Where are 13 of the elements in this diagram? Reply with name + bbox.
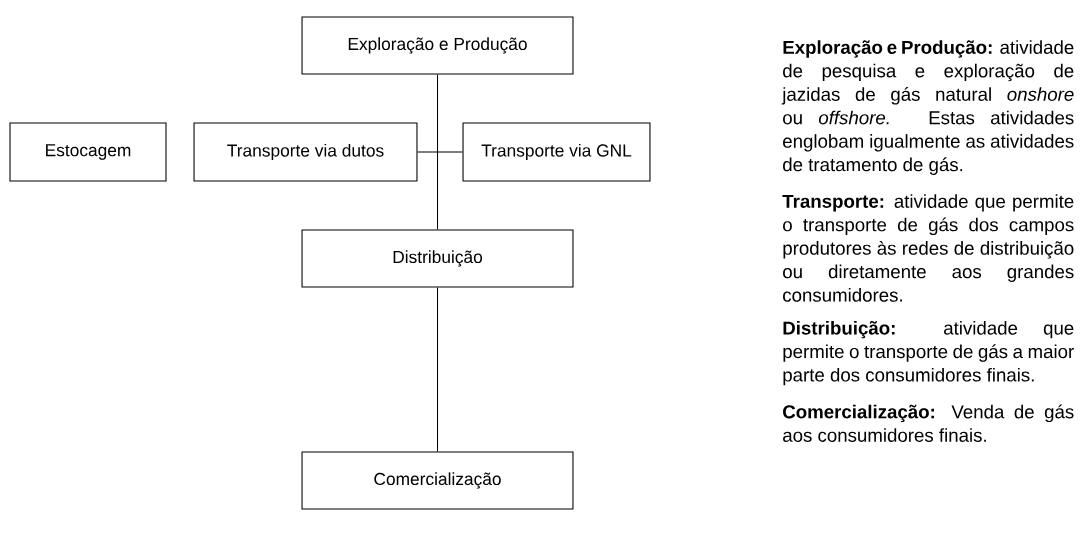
description-paragraph: Comercialização: Venda de gás aos consumidores finais. [783, 404, 1074, 442]
process-box: Estocagem [9, 122, 167, 182]
process-box: Transporte via GNL [462, 122, 651, 182]
process-box: Comercialização [301, 451, 574, 510]
description-paragraph: Transporte: atividade que permite o transporte de gás dos campos produtores às redes de distribuição ou diretamente aos grandes consumidores. [782, 194, 1074, 302]
description-paragraph: Exploração e Produção: atividade de pesquisa e exploração de jazidas de gás natural onshore ou offshore. Estas atividades englobam igualmente as atividades de tratamento de gás. [781, 40, 1074, 175]
connector-line [416, 151, 464, 153]
description-paragraph: Distribuição: atividade que permite o transporte de gás a maior parte dos consumidores finais. [783, 320, 1074, 386]
connector-line [436, 287, 439, 452]
process-box: Exploração e Produção [301, 16, 574, 75]
connector-line [436, 74, 439, 230]
process-box: Transporte via dutos [193, 122, 418, 182]
process-box: Distribuição [301, 229, 574, 288]
